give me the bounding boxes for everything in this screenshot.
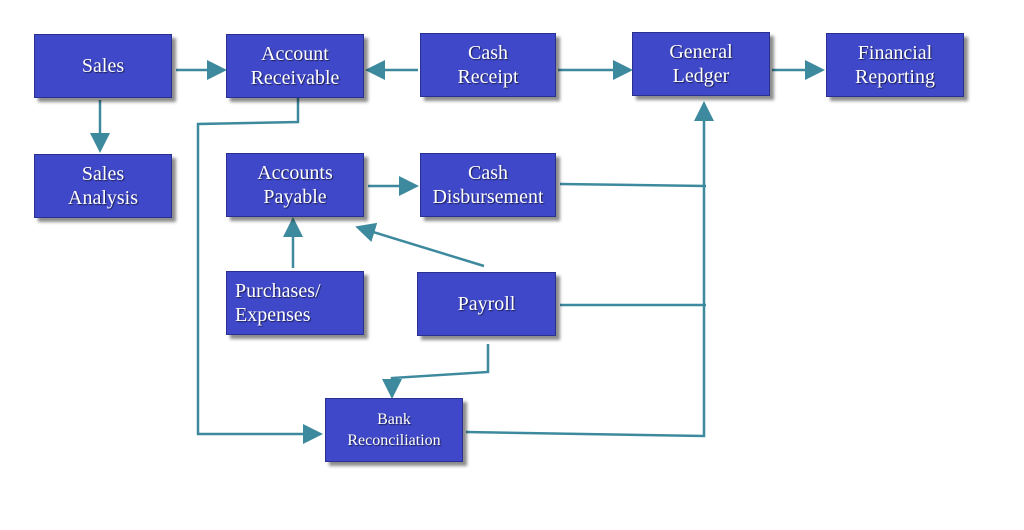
node-sales: Sales <box>34 34 172 98</box>
node-cash-disbursement: Cash Disbursement <box>420 153 556 217</box>
node-financial-reporting: Financial Reporting <box>826 33 964 97</box>
arrow-payroll-to-ap <box>355 222 485 268</box>
arrow-bank-rec-to-gl <box>465 101 714 438</box>
arrow-ar-to-bank-rec <box>196 98 323 444</box>
node-cash-receipt: Cash Receipt <box>420 33 556 97</box>
node-purchases-expenses: Purchases/ Expenses <box>226 271 364 335</box>
node-bank-reconciliation: Bank Reconciliation <box>325 398 463 462</box>
line-cash-disbursement-to-gl <box>559 182 707 188</box>
node-general-ledger: General Ledger <box>632 32 770 96</box>
arrow-payroll-to-bank-rec <box>382 344 490 399</box>
node-sales-analysis: Sales Analysis <box>34 154 172 218</box>
node-payroll: Payroll <box>417 272 556 336</box>
node-account-receivable: Account Receivable <box>226 34 364 98</box>
node-accounts-payable: Accounts Payable <box>226 153 364 217</box>
